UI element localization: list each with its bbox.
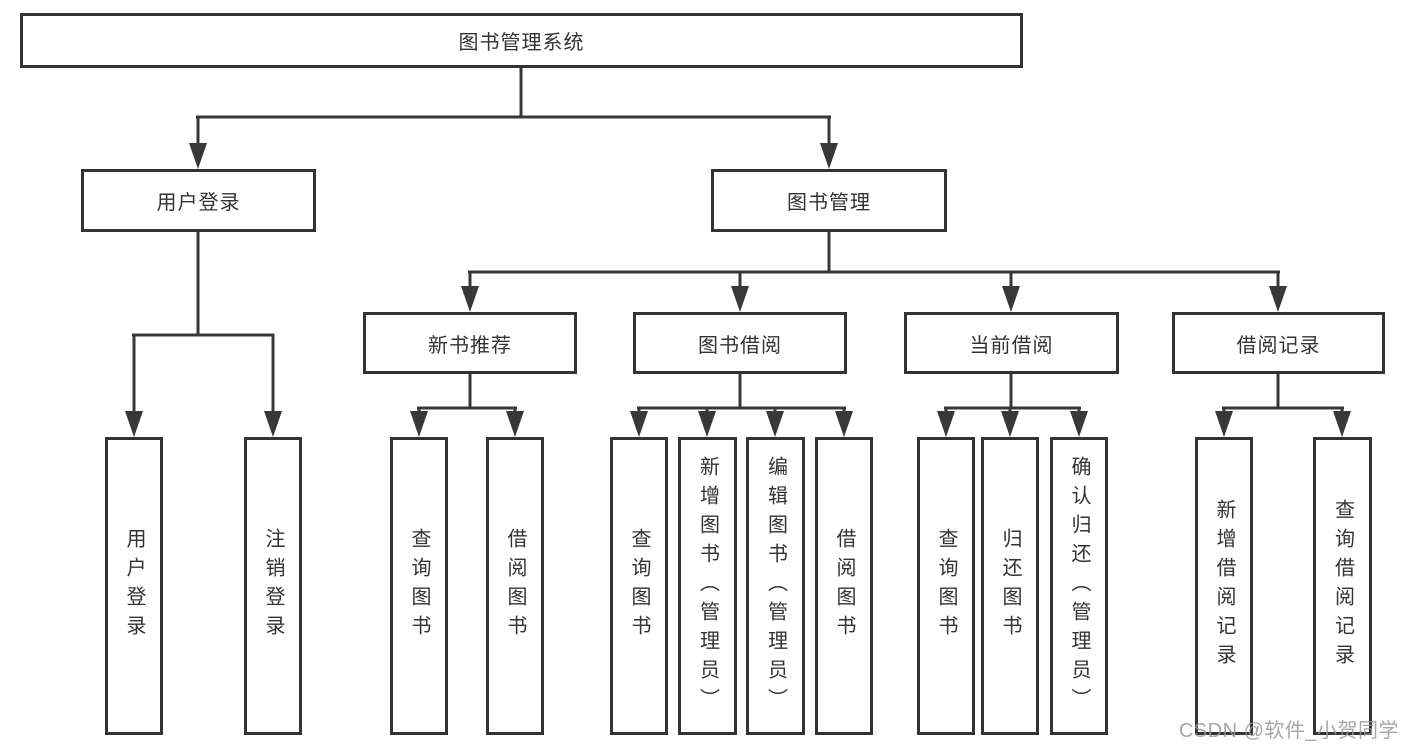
arrowhead — [937, 411, 955, 437]
leaf-query-borrow-record: 查询借阅记录 — [1313, 437, 1372, 735]
arrowhead — [1269, 286, 1287, 312]
node-label: 查询借阅记录 — [1331, 499, 1354, 673]
arrowhead — [506, 411, 524, 437]
node-label: 用户登录 — [156, 192, 241, 214]
leaf-add-borrow-record: 新增借阅记录 — [1195, 437, 1253, 735]
arrowhead — [410, 411, 428, 437]
node-new-book-recommend: 新书推荐 — [363, 312, 577, 374]
node-label: 注销登录 — [262, 528, 284, 644]
arrowhead — [189, 143, 207, 169]
arrowhead — [1070, 411, 1088, 437]
leaf-user-login: 用户登录 — [105, 437, 163, 735]
arrowhead — [766, 411, 784, 437]
node-label: 查询图书 — [628, 528, 650, 644]
node-label: 当前借阅 — [969, 334, 1054, 357]
node-label: 新书推荐 — [428, 334, 512, 357]
node-label: 查询图书 — [935, 528, 957, 644]
arrowhead — [1002, 286, 1020, 312]
arrowhead — [630, 411, 648, 437]
arrowhead — [264, 411, 282, 437]
csdn-watermark: CSDN @软件_小贺同学 — [1178, 720, 1399, 742]
arrowhead — [731, 286, 749, 312]
arrowhead — [820, 143, 838, 169]
arrowhead — [125, 411, 143, 437]
leaf-query-books-bb: 查询图书 — [610, 437, 668, 735]
node-label: 图书管理 — [787, 192, 871, 214]
leaf-edit-books-admin: 编辑图书（管理员） — [746, 437, 805, 735]
node-label: 借阅图书 — [504, 528, 526, 644]
node-label: 新增图书（管理员） — [696, 455, 719, 717]
arrowhead — [1215, 411, 1233, 437]
node-label: 确认归还（管理员） — [1068, 455, 1090, 717]
leaf-logout: 注销登录 — [244, 437, 302, 735]
node-book-borrow: 图书借阅 — [633, 312, 847, 374]
node-root-system: 图书管理系统 — [20, 13, 1023, 68]
node-label: 图书管理系统 — [458, 32, 585, 54]
arrowhead — [461, 286, 479, 312]
arrowhead — [835, 411, 853, 437]
node-label: 用户登录 — [123, 528, 145, 644]
arrowhead — [1001, 411, 1019, 437]
leaf-borrow-books-nb: 借阅图书 — [486, 437, 544, 735]
leaf-query-books-cb: 查询图书 — [917, 437, 975, 735]
node-label: 归还图书 — [999, 528, 1021, 644]
node-current-borrow: 当前借阅 — [904, 312, 1119, 374]
leaf-add-books-admin: 新增图书（管理员） — [678, 437, 737, 735]
node-label: 编辑图书（管理员） — [764, 455, 787, 717]
node-label: 借阅记录 — [1236, 334, 1321, 357]
node-user-login: 用户登录 — [81, 169, 316, 232]
node-label: 新增借阅记录 — [1213, 499, 1235, 673]
arrowhead — [698, 411, 716, 437]
node-borrow-records: 借阅记录 — [1172, 312, 1385, 374]
leaf-return-books: 归还图书 — [981, 437, 1039, 735]
node-label: 查询图书 — [408, 528, 430, 644]
arrowhead — [1333, 411, 1351, 437]
node-label: 借阅图书 — [833, 528, 855, 644]
leaf-confirm-return-admin: 确认归还（管理员） — [1050, 437, 1108, 735]
node-book-management: 图书管理 — [711, 169, 947, 232]
node-label: 图书借阅 — [698, 334, 782, 357]
leaf-borrow-books-bb: 借阅图书 — [815, 437, 873, 735]
leaf-query-books-nb: 查询图书 — [390, 437, 448, 735]
